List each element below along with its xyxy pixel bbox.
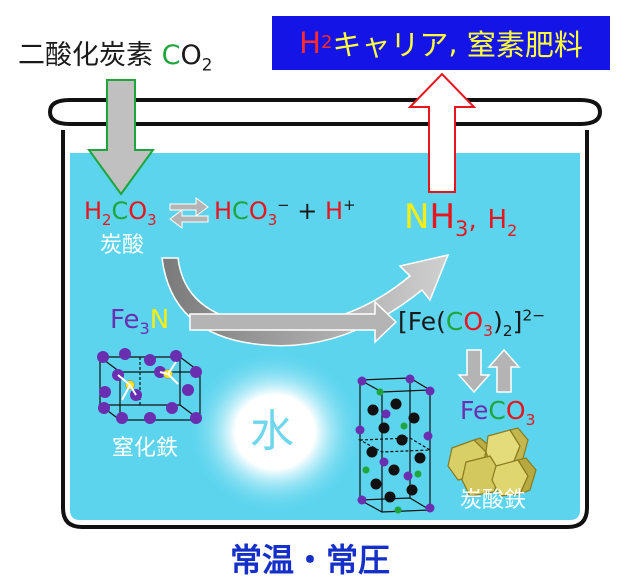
complex-bracket: ] [512,307,523,336]
water-glow [187,350,363,514]
carbonic-forward-arrow [169,197,209,217]
co2-label: 二酸化炭素 CO2 [18,40,212,73]
products-formula: NH3, H2 [404,197,517,239]
complex-close-sub: 2 [502,322,513,340]
product-comma: , [468,205,477,235]
equilibrium-up-arrow [487,348,521,393]
bicarb-c: C [232,197,249,225]
bicarb-sup: − [277,196,290,214]
banner-fertilizer: 窒素肥料 [466,28,583,62]
carbonic-c: C [111,197,129,225]
co2-label-text: 二酸化炭素 [18,40,153,71]
carbonic-acid-formula: H2CO3 [84,197,157,227]
beaker-outline [61,130,589,529]
fe3n-sub: 3 [139,319,150,339]
siderite-name: 炭酸鉄 [460,488,527,513]
carbonic-o: O [128,197,148,225]
complex-o: O [463,307,484,336]
siderite-o-sub: 3 [525,411,536,429]
banner-h: H [299,26,321,60]
siderite-fe: Fe [460,396,489,425]
co2-formula-sub: 2 [201,54,213,75]
bicarb-sub: 3 [267,210,278,229]
complex-open: [Fe( [398,307,446,336]
banner-comma: , [448,26,458,60]
iron-carbonate-complex: [Fe(CO3)2]2− [398,306,546,339]
carbonic-reverse-arrow [169,209,209,229]
carbonic-h-sub: 2 [102,210,112,229]
banner-carrier: キャリア [332,28,449,62]
co2-inflow-arrow [87,79,155,196]
product-h: H [429,197,456,237]
equilibrium-down-arrow [457,349,491,394]
product-n: N [404,197,430,237]
siderite-crystals-picture [447,427,537,497]
complex-charge: 2− [522,306,546,325]
bicarb-h: H [214,197,233,225]
complex-close: ) [492,307,503,336]
iron-to-complex-arrow [189,300,398,344]
proton-h: H [325,197,344,225]
siderite-formula: FeCO3 [460,396,535,428]
complex-c: C [445,307,464,336]
fe3n-fe: Fe [110,305,140,335]
iron-nitride-formula: Fe3N [110,305,170,337]
product-h2: H [487,205,508,235]
siderite-o: O [505,396,526,425]
co2-formula-o: O [180,40,202,71]
siderite-iron-atoms [355,374,435,513]
siderite-green-atoms [362,388,422,514]
product-h-sub: 3 [455,215,469,241]
product-outflow-arrow [407,72,477,193]
plus-sign: + [297,197,318,225]
iron-nitride-name: 窒化鉄 [112,436,179,461]
complex-o-sub: 3 [483,322,493,340]
co2-formula-c: C [161,40,181,71]
product-h2-sub: 2 [507,220,518,240]
proton-sup: + [343,196,356,214]
bicarb-o: O [248,197,268,225]
carbonic-o-sub: 3 [147,210,157,229]
water-label: 水 [250,406,294,457]
carbonic-acid-name: 炭酸 [100,233,145,258]
bicarbonate-formula: HCO3− + H+ [214,196,356,228]
carbonate-atoms [366,398,426,503]
siderite-c: C [488,396,506,425]
fe3n-n: N [149,305,170,335]
carbonic-h: H [84,197,103,225]
conditions-footer: 常温・常圧 [229,541,390,579]
bonds [117,361,179,401]
